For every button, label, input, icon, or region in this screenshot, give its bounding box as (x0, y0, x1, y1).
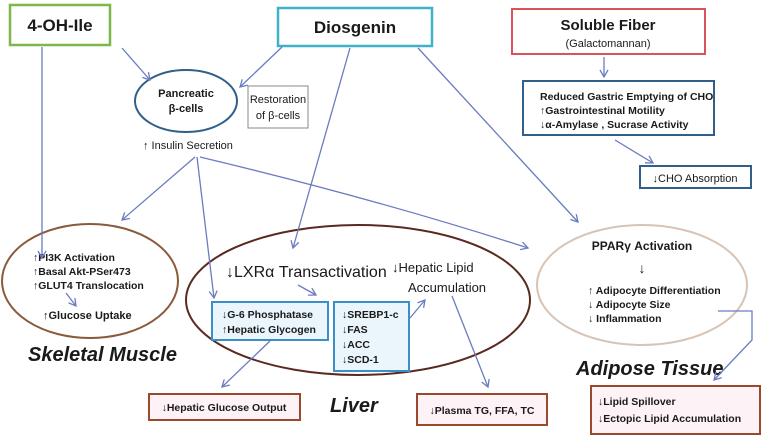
arrow (196, 156, 218, 300)
lipogenesis-line: ↓ACC (342, 339, 370, 351)
lxr-transactivation: ↓LXRα Transactivation (226, 264, 387, 281)
skeletal-muscle-ellipse: ↑PI3K Activation ↑Basal Akt-PSer473 ↑GLU… (1, 223, 179, 339)
source-soluble-fiber: Soluble Fiber (Galactomannan) (511, 8, 706, 55)
adipose-line: ↑ Adipocyte Differentiation (588, 285, 721, 297)
pancreas-label-1: Pancreatic (158, 88, 214, 100)
arrow (417, 47, 579, 223)
liver-label: Liver (330, 395, 379, 417)
arrow (409, 298, 426, 319)
arrow (451, 295, 490, 389)
cho-absorption-box: ↓CHO Absorption (639, 165, 752, 189)
arrow (614, 139, 655, 164)
ectopic-lipid: ↓Ectopic Lipid Accumulation (598, 413, 741, 425)
arrow (297, 284, 318, 296)
skeletal-muscle-label: Skeletal Muscle (28, 344, 177, 366)
arrow (121, 156, 196, 221)
down-arrow-icon: ↓ (639, 260, 646, 276)
fiber-title: Soluble Fiber (560, 17, 655, 34)
adipose-line: ↓ Inflammation (588, 313, 662, 325)
liver-ellipse: ↓LXRα Transactivation ↓Hepatic Lipid Acc… (185, 224, 531, 376)
glucose-uptake: ↑Glucose Uptake (43, 310, 132, 322)
source-4-oh-ile: 4-OH-Ile (8, 3, 112, 47)
plasma-lipids-box: ↓Plasma TG, FFA, TC (416, 393, 548, 426)
lipogenesis-line: ↓FAS (342, 324, 368, 336)
lipid-spillover: ↓Lipid Spillover (598, 396, 676, 408)
lipogenesis-line: ↓SREBP1-c (342, 309, 399, 321)
glucose-box-line: ↓G-6 Phosphatase (222, 309, 313, 321)
diosgenin-label: Diosgenin (314, 18, 396, 37)
pancreas-label-2: β-cells (169, 103, 204, 115)
plasma-lipids: ↓Plasma TG, FFA, TC (429, 405, 534, 417)
arrow (239, 46, 283, 88)
arrow (199, 156, 530, 251)
ppar-activation: PPARγ Activation (592, 239, 692, 253)
lipogenesis-line: ↓SCD-1 (342, 354, 379, 366)
cho-absorption: ↓CHO Absorption (653, 173, 738, 185)
ile-label: 4-OH-Ile (27, 16, 92, 35)
source-diosgenin: Diosgenin (276, 6, 434, 48)
glucose-box-line: ↑Hepatic Glycogen (222, 324, 316, 336)
muscle-line: ↑PI3K Activation (33, 252, 115, 264)
restoration-box: Restoration of β-cells (247, 85, 309, 129)
gut-line: Reduced Gastric Emptying of CHO (540, 91, 713, 103)
arrow (121, 47, 151, 81)
arrows (37, 46, 753, 389)
fiber-subtitle: (Galactomannan) (566, 38, 651, 50)
hepatic-lipid-1: ↓Hepatic Lipid (392, 260, 474, 275)
arrow (65, 292, 77, 308)
hepatic-lipid-2: Accumulation (408, 280, 486, 295)
restoration-line-2: of β-cells (256, 110, 301, 122)
hepatic-glucose-output: ↓Hepatic Glucose Output (162, 402, 287, 414)
adipose-tissue-label: Adipose Tissue (575, 358, 723, 380)
adipose-ellipse: PPARγ Activation ↓ ↑ Adipocyte Different… (536, 224, 748, 346)
gut-line: ↑Gastrointestinal Motility (540, 105, 665, 117)
arrow (713, 310, 753, 381)
hepatic-glucose-output-box: ↓Hepatic Glucose Output (148, 393, 301, 421)
arrow (290, 47, 351, 250)
restoration-line-1: Restoration (250, 94, 306, 106)
adipose-line: ↓ Adipocyte Size (588, 299, 671, 311)
arrow (221, 340, 271, 388)
muscle-line: ↑GLUT4 Translocation (33, 280, 144, 292)
pancreatic-beta-cells: Pancreatic β-cells (134, 69, 238, 133)
gut-effects-box: Reduced Gastric Emptying of CHO ↑Gastroi… (522, 80, 715, 136)
muscle-line: ↑Basal Akt-PSer473 (33, 266, 131, 278)
lipid-spillover-box: ↓Lipid Spillover ↓Ectopic Lipid Accumula… (590, 385, 761, 435)
insulin-secretion: ↑ Insulin Secretion (143, 140, 233, 152)
gut-line: ↓α-Amylase , Sucrase Activity (540, 119, 689, 131)
